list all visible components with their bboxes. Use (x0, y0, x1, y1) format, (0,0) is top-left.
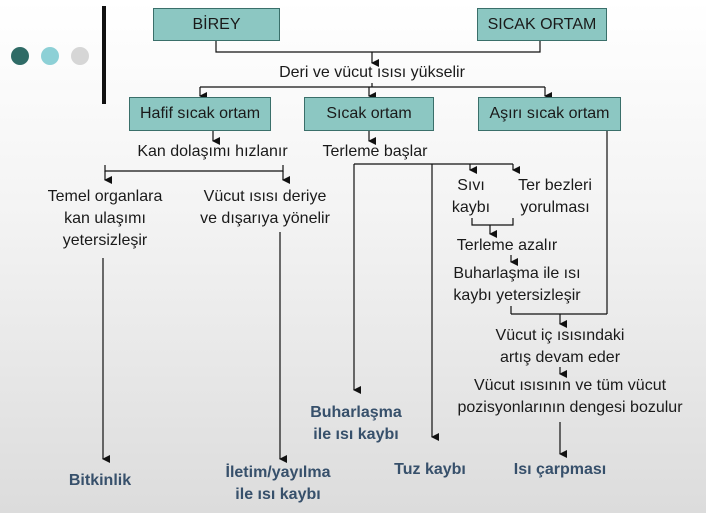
outcome-bitkinlik: Bitkinlik (68, 472, 132, 489)
outcome-tuz-kaybi: Tuz kaybı (394, 461, 466, 478)
box-sicak-ortam: Sıcak ortam (304, 97, 434, 131)
decorative-dot-2 (41, 47, 59, 65)
decorative-vertical-bar (102, 6, 106, 104)
decorative-dot-1 (11, 47, 29, 65)
decorative-dot-3 (71, 47, 89, 65)
label-vucut-isisi-deriye: Vücut ısısı deriye ve dışarıya yönelir (200, 188, 330, 227)
label-terleme-azalir: Terleme azalır (456, 237, 558, 254)
label-temel-organlara: Temel organlara kan ulaşımı yetersizleşi… (47, 188, 163, 249)
label-kan-dolasimi: Kan dolaşımı hızlanır (137, 143, 288, 160)
box-hafif-sicak-ortam: Hafif sıcak ortam (129, 97, 271, 131)
outcome-isi-carpmasi: Isı çarpması (513, 461, 607, 478)
box-birey: BİREY (153, 8, 280, 41)
outcome-iletim-yayilma: İletim/yayılma ile ısı kaybı (225, 464, 331, 503)
outcome-buharlasma: Buharlaşma ile ısı kaybı (310, 404, 402, 443)
box-asiri-sicak-ortam: Aşırı sıcak ortam (478, 97, 621, 131)
label-vucut-ic-isisi: Vücut iç ısısındaki artış devam eder (495, 327, 625, 366)
label-vucut-isisi-denge: Vücut ısısının ve tüm vücut pozisyonları… (457, 377, 683, 416)
label-sivi-kaybi: Sıvı kaybı (451, 177, 491, 216)
box-sicak-ortam-top: SICAK ORTAM (477, 8, 607, 41)
label-buharlasma-yetersiz: Buharlaşma ile ısı kaybı yetersizleşir (453, 265, 581, 304)
label-ter-bezleri: Ter bezleri yorulması (518, 177, 592, 216)
label-deri-vucut: Deri ve vücut ısısı yükselir (279, 64, 465, 81)
label-terleme-baslar: Terleme başlar (322, 143, 428, 160)
